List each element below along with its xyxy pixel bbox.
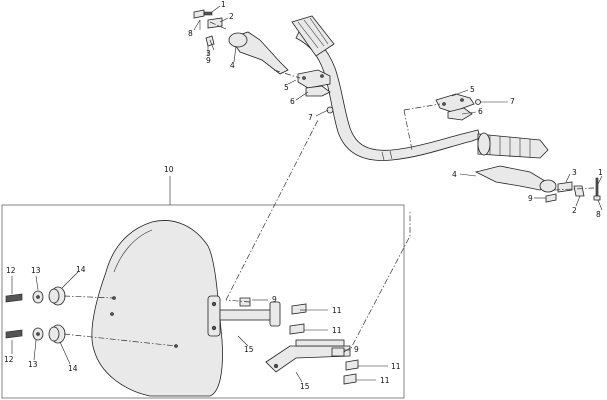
callout-12-lower: 12 — [4, 355, 14, 364]
callout-11-c: 11 — [391, 362, 401, 371]
callout-13-upper: 13 — [31, 266, 41, 275]
leader-lines — [11, 5, 603, 383]
callout-4-left: 4 — [230, 61, 235, 70]
left-clamp — [297, 69, 334, 114]
callout-9-upper-bracket: 9 — [272, 295, 277, 304]
callout-5-left: 5 — [284, 83, 289, 92]
upper-bracket — [207, 295, 281, 337]
callout-8-right: 8 — [596, 210, 601, 219]
right-grip — [477, 132, 549, 159]
callout-10: 10 — [164, 165, 174, 174]
callout-6-left: 6 — [290, 97, 295, 106]
callout-8-left: 8 — [188, 29, 193, 38]
left-hardware — [193, 9, 223, 47]
callout-14-upper: 14 — [76, 265, 86, 274]
callout-1-right: 1 — [598, 168, 603, 177]
callout-14-lower: 14 — [68, 364, 78, 373]
callout-5-right: 5 — [470, 85, 475, 94]
callout-11-d: 11 — [380, 376, 390, 385]
callout-11-a: 11 — [332, 306, 342, 315]
windshield-screen — [91, 220, 223, 397]
callout-15-lower: 15 — [300, 382, 310, 391]
callout-9-lower-bracket: 9 — [354, 345, 359, 354]
clip-nuts — [239, 297, 359, 385]
left-grip — [291, 15, 335, 57]
callout-12-upper: 12 — [6, 266, 16, 275]
callout-4-right: 4 — [452, 170, 457, 179]
lower-bracket — [265, 339, 351, 373]
callout-9-left: 9 — [206, 56, 211, 65]
callout-labels: 1 2 3 4 5 6 7 8 9 5 6 7 3 4 9 2 1 8 10 1… — [4, 0, 603, 391]
lower-screw-stack — [5, 324, 66, 344]
callout-7-right: 7 — [510, 97, 515, 106]
callout-3-right: 3 — [572, 168, 577, 177]
callout-9-right: 9 — [528, 194, 533, 203]
windshield-kit-frame — [1, 204, 405, 399]
callout-3-left: 3 — [206, 49, 211, 58]
right-clamp — [435, 93, 481, 121]
right-lever — [474, 165, 557, 193]
callout-6-right: 6 — [478, 107, 483, 116]
callout-15-upper: 15 — [244, 345, 254, 354]
callout-7-left: 7 — [308, 113, 313, 122]
callout-13-lower: 13 — [28, 360, 38, 369]
callout-1-left: 1 — [221, 0, 226, 9]
callout-2-left: 2 — [229, 12, 234, 21]
callout-2-right: 2 — [572, 206, 577, 215]
upper-screw-stack — [5, 286, 66, 306]
callout-11-b: 11 — [332, 326, 342, 335]
left-lever — [228, 31, 289, 75]
